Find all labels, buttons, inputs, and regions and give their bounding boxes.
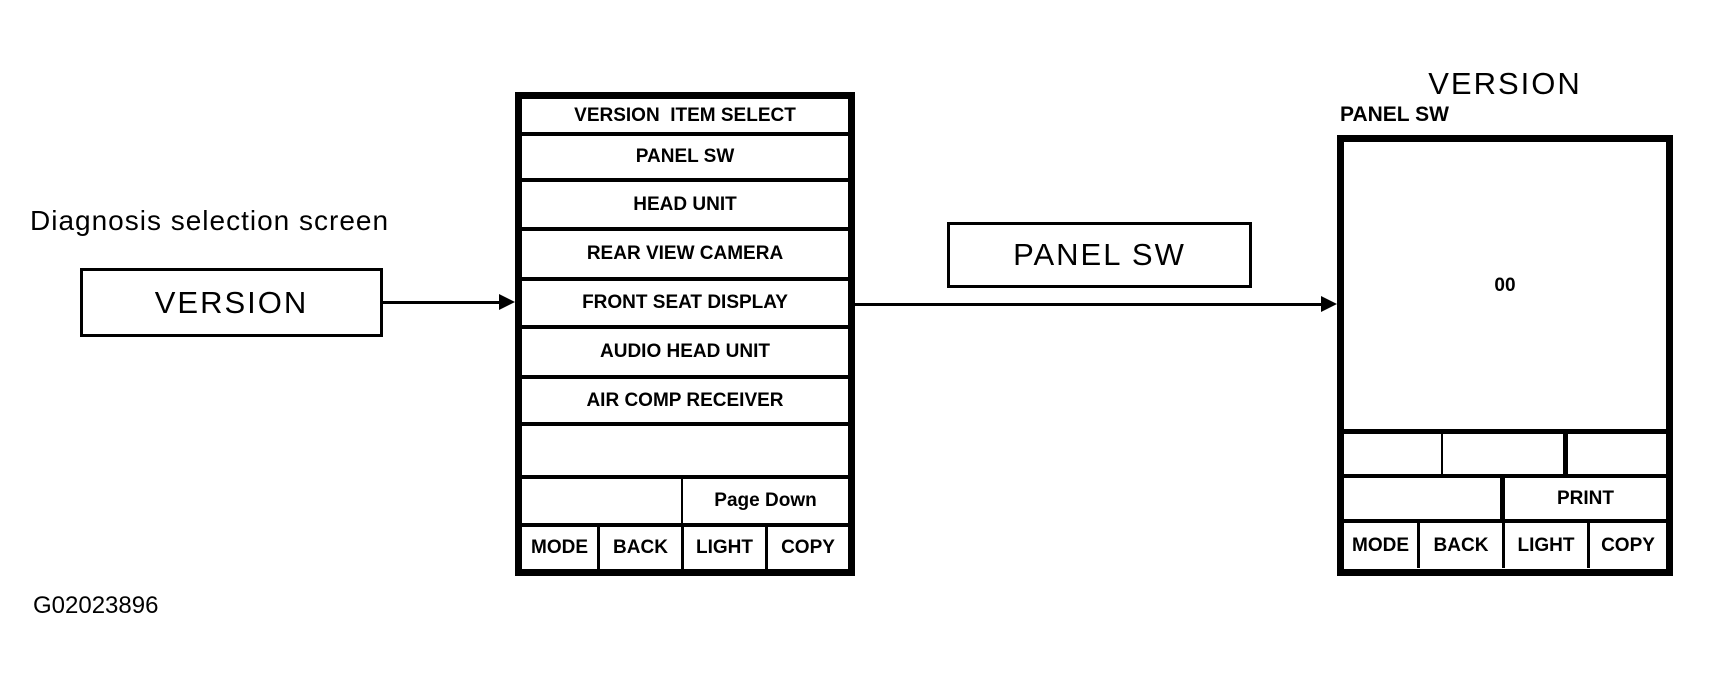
copy-button: COPY: [1601, 534, 1655, 556]
menu-pagedown-row: Page Down: [522, 479, 848, 527]
result-value: 00: [1494, 274, 1516, 296]
menu-row-label: AUDIO HEAD UNIT: [600, 341, 770, 362]
figure-id: G02023896: [33, 592, 159, 619]
menu-row-label: FRONT SEAT DISPLAY: [582, 292, 788, 313]
light-button: LIGHT: [1505, 523, 1590, 568]
menu-row-version-item-select: VERSION ITEM SELECT: [522, 99, 848, 136]
page-down-label: Page Down: [714, 490, 817, 511]
menu-row-head-unit: HEAD UNIT: [522, 182, 848, 231]
menu-screen: VERSION ITEM SELECT PANEL SW HEAD UNIT R…: [515, 92, 855, 576]
menu-row-front-seat-display: FRONT SEAT DISPLAY: [522, 281, 848, 329]
version-flow-box: VERSION: [80, 268, 383, 337]
result-screen: 00 PRINT MODE BACK LIGHT COPY: [1337, 135, 1673, 576]
result-empty-cell: [1568, 434, 1666, 474]
menu-row-label: HEAD UNIT: [633, 193, 737, 215]
panel-sw-flow-label: PANEL SW: [1013, 237, 1186, 272]
arrow-menu-to-result-head: [1321, 296, 1337, 312]
back-button: BACK: [600, 527, 684, 569]
page-down-button: Page Down: [683, 479, 848, 523]
result-screen-label: PANEL SW: [1340, 103, 1449, 126]
result-print-row: PRINT: [1344, 478, 1666, 523]
copy-button: COPY: [781, 537, 835, 558]
menu-row-label: REAR VIEW CAMERA: [586, 243, 784, 264]
version-flow-label: VERSION: [154, 284, 309, 320]
menu-pagedown-empty-cell: [522, 479, 683, 523]
mode-button: MODE: [1344, 523, 1420, 568]
menu-row-audio-head-unit: AUDIO HEAD UNIT: [522, 329, 848, 379]
arrow-menu-to-result-line: [855, 303, 1323, 306]
menu-row-label: AIR COMP RECEIVER: [586, 389, 784, 411]
menu-row-panel-sw: PANEL SW: [522, 136, 848, 182]
result-main-area: 00: [1344, 142, 1666, 434]
menu-row-air-comp-receiver: AIR COMP RECEIVER: [522, 379, 848, 426]
menu-row-rear-view-camera: REAR VIEW CAMERA: [522, 231, 848, 281]
diagram-caption: Diagnosis selection screen: [30, 205, 390, 236]
back-button: BACK: [1420, 523, 1505, 568]
print-button: PRINT: [1505, 478, 1666, 519]
panel-sw-flow-box: PANEL SW: [947, 222, 1252, 288]
arrow-version-to-menu-line: [383, 301, 501, 304]
menu-row-label: VERSION ITEM SELECT: [574, 104, 796, 126]
result-empty-cell: [1344, 434, 1443, 474]
result-screen-title: VERSION: [1428, 66, 1582, 101]
menu-button-row: MODE BACK LIGHT COPY: [522, 527, 848, 569]
result-empty-cell: [1443, 434, 1568, 474]
arrow-version-to-menu-head: [499, 294, 515, 310]
result-empty-cells-row: [1344, 434, 1666, 478]
light-button: LIGHT: [684, 527, 768, 569]
result-print-empty-cell: [1344, 478, 1505, 519]
print-label: PRINT: [1557, 487, 1614, 509]
result-button-row: MODE BACK LIGHT COPY: [1344, 523, 1666, 568]
menu-row-empty: [522, 426, 848, 479]
mode-button: MODE: [522, 527, 600, 569]
menu-row-label: PANEL SW: [635, 146, 735, 167]
